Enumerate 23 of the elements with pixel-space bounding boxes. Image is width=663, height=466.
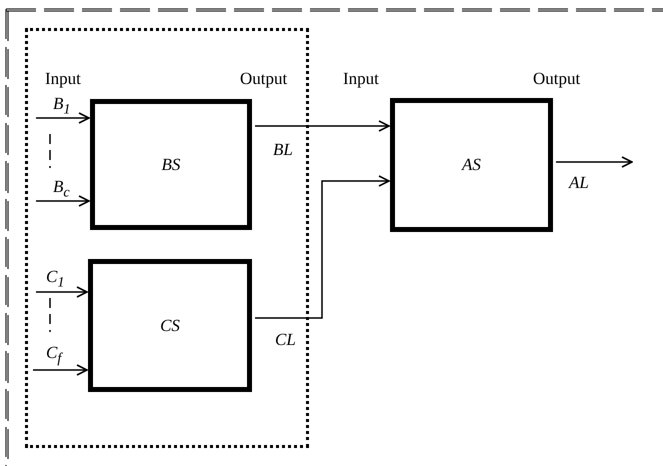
process-box bbox=[390, 98, 553, 232]
arrow bbox=[36, 286, 88, 298]
process-box bbox=[88, 259, 252, 392]
port-label: Input bbox=[45, 70, 81, 87]
arrow bbox=[255, 120, 390, 132]
edge-label: BL bbox=[272, 141, 294, 158]
edge-label: AL bbox=[568, 174, 590, 191]
box-label: CS bbox=[160, 316, 180, 336]
port-label: Output bbox=[533, 70, 580, 87]
box-label: BS bbox=[162, 154, 180, 174]
box-label: AS bbox=[462, 155, 481, 175]
dotted-group-box bbox=[25, 28, 309, 448]
arrow bbox=[255, 175, 390, 319]
port-label: Input bbox=[343, 70, 379, 87]
arrow bbox=[556, 156, 633, 168]
edge-label: C$_{f}$ bbox=[45, 344, 62, 366]
arrow bbox=[33, 364, 88, 376]
edge-label: B$_{c}$ bbox=[52, 178, 71, 200]
arrow bbox=[36, 112, 90, 124]
port-label: Output bbox=[240, 70, 288, 87]
process-box bbox=[90, 99, 252, 230]
edge-label: CL bbox=[274, 331, 297, 348]
arrow bbox=[36, 195, 90, 207]
